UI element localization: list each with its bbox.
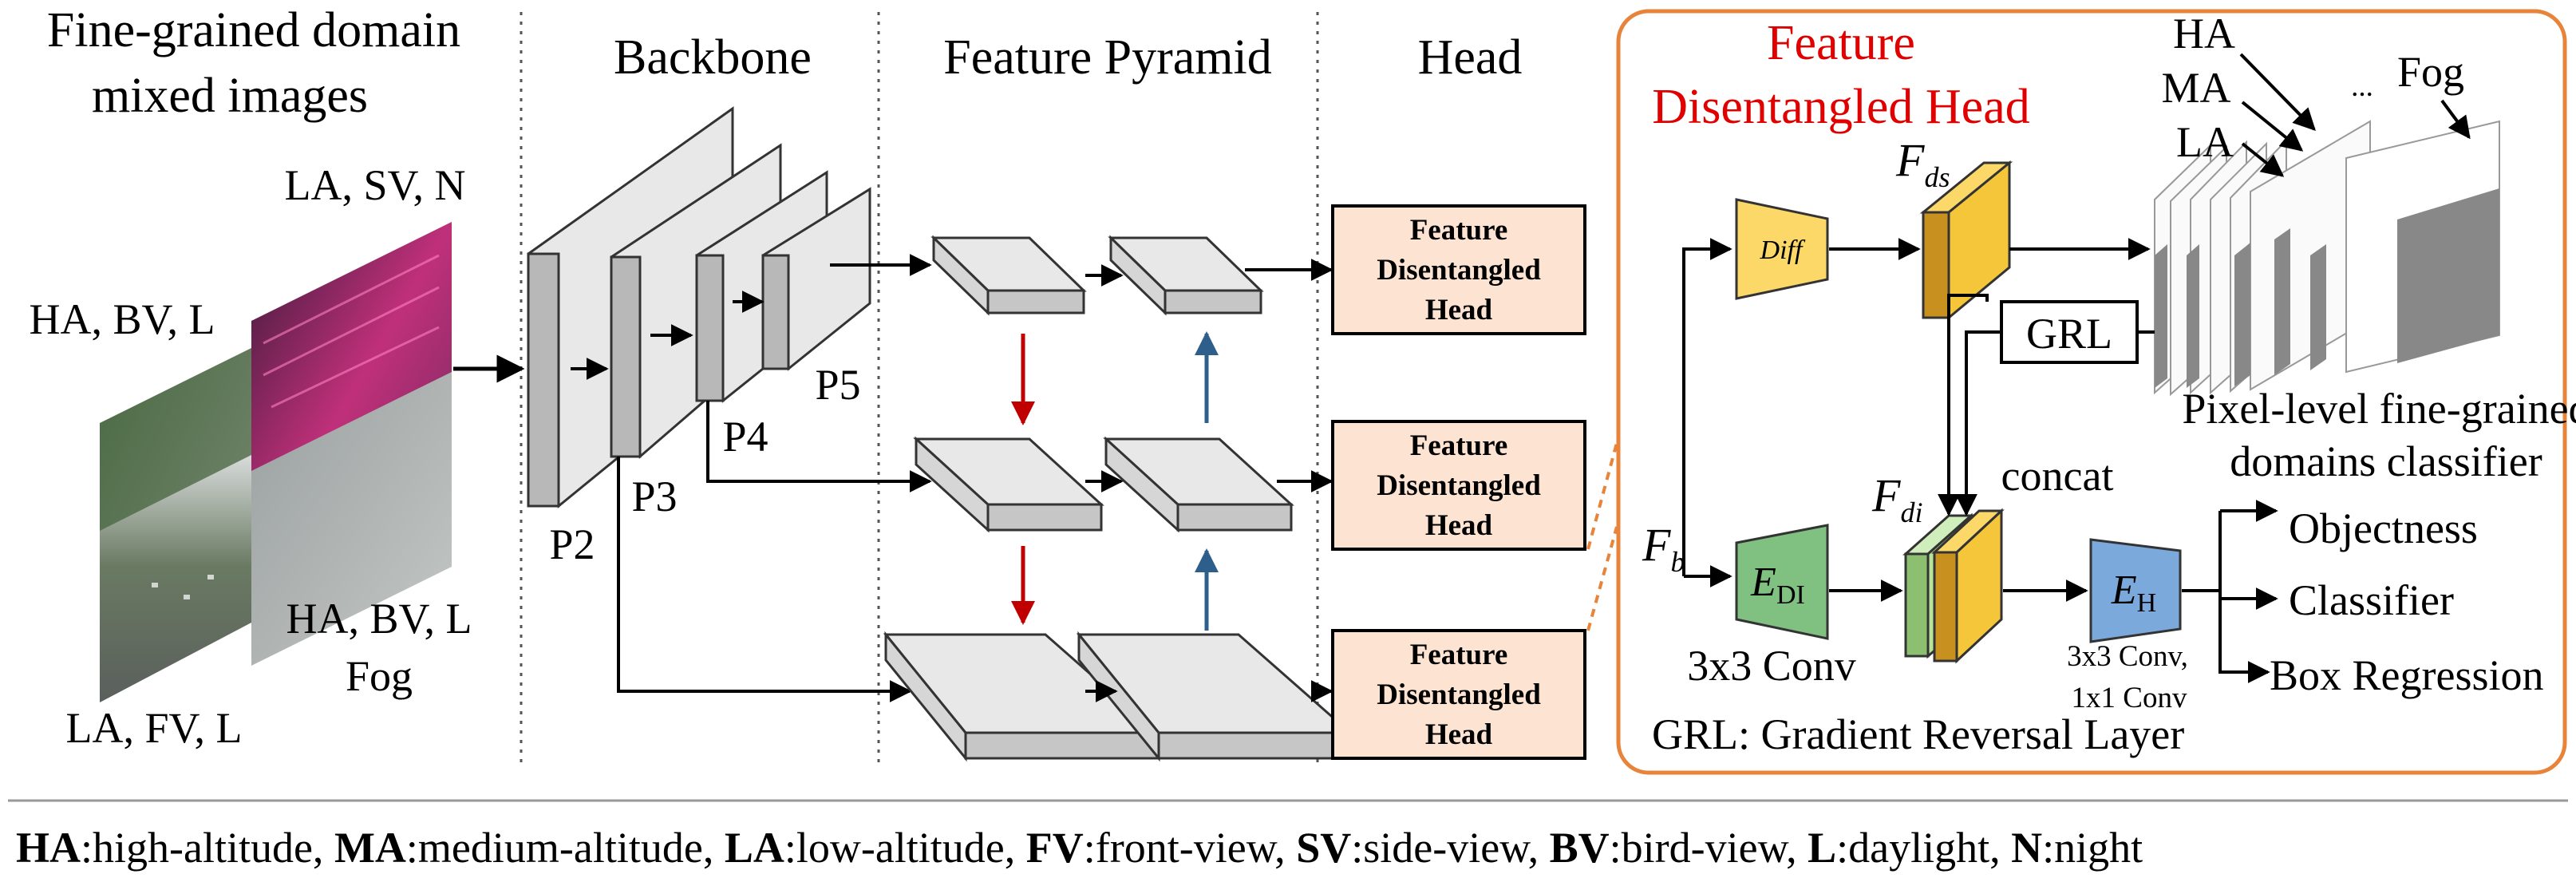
diff-block [1735, 198, 1829, 300]
pyramid-plates [883, 235, 1353, 762]
zoom-connectors [1586, 442, 1618, 631]
detail-arrows [1682, 238, 2278, 683]
input-title: Fine-grained domain [47, 3, 460, 57]
svg-text:Feature: Feature [1410, 214, 1508, 247]
fdh-box-top: Feature Disentangled Head [1331, 204, 1586, 335]
legend-definition: :side-view, [1351, 824, 1549, 872]
image-label-left: HA, BV, L [29, 295, 215, 343]
abbreviation-legend: HA:high-altitude, MA:medium-altitude, LA… [16, 824, 2143, 872]
street-image [100, 455, 251, 702]
output-objectness: Objectness [2289, 504, 2478, 552]
svg-text:Disentangled: Disentangled [1377, 469, 1541, 502]
f-ds-label: Fds [1895, 134, 1950, 193]
level-p2: P2 [549, 520, 595, 568]
f-di-block [1902, 508, 2005, 664]
classifier-caption: domains classifier [2230, 437, 2542, 485]
legend-definition: :low-altitude, [784, 824, 1026, 872]
svg-text:Disentangled: Disentangled [1377, 678, 1541, 711]
legend-abbr: MA [334, 824, 406, 872]
svg-text:Feature: Feature [1410, 639, 1508, 671]
fog-image [251, 372, 452, 666]
legend-definition: :front-view, [1084, 824, 1296, 872]
e-h-block [2089, 538, 2182, 643]
section-separators [520, 12, 1319, 766]
legend-abbr: SV [1296, 824, 1351, 872]
fdh-box-bottom: Feature Disentangled Head [1331, 629, 1586, 760]
detail-title: Feature [1767, 16, 1915, 70]
conv-label-eh: 1x1 Conv [2072, 682, 2187, 714]
concat-label: concat [2001, 452, 2114, 500]
conv-label-edi: 3x3 Conv [1687, 642, 1856, 690]
input-title: mixed images [92, 69, 368, 123]
conv-label-eh: 3x3 Conv, [2067, 640, 2188, 673]
stack-label-ma: MA [2161, 64, 2230, 112]
svg-text:Feature: Feature [1410, 429, 1508, 462]
backbone-blocks [527, 106, 871, 508]
stack-label-ellipsis: ... [2351, 70, 2373, 103]
grl-label: GRL [2026, 310, 2112, 358]
stack-label-la: LA [2176, 118, 2234, 166]
head-title: Head [1418, 30, 1523, 85]
backbone-title: Backbone [614, 30, 812, 85]
level-p4: P4 [722, 413, 768, 461]
image-label-bottom: LA, FV, L [65, 704, 242, 752]
e-di-block [1735, 524, 1829, 640]
output-box-regression: Box Regression [2270, 651, 2544, 699]
legend-abbr: FV [1026, 824, 1084, 872]
legend-abbr: LA [725, 824, 784, 872]
f-b-label: Fb [1642, 519, 1685, 578]
svg-text:Head: Head [1425, 509, 1493, 542]
image-label-fog: Fog [346, 652, 413, 700]
f-ds-block [1919, 160, 2013, 321]
grl-box [2000, 300, 2139, 364]
fdh-box-middle: Feature Disentangled Head [1331, 420, 1586, 551]
grl-caption: GRL: Gradient Reversal Layer [1652, 710, 2184, 758]
e-h-label: EH [2111, 568, 2156, 618]
e-di-label: EDI [1750, 560, 1805, 610]
legend-abbr: BV [1550, 824, 1610, 872]
legend-abbr: N [2011, 824, 2042, 872]
legend-abbr: L [1808, 824, 1836, 872]
input-image-stack [100, 222, 452, 702]
image-label-right: HA, BV, L [286, 595, 472, 643]
svg-text:Disentangled: Disentangled [1377, 254, 1541, 287]
stack-label-ha: HA [2173, 10, 2235, 57]
legend-definition: :medium-altitude, [406, 824, 725, 872]
legend-abbr: HA [16, 824, 81, 872]
level-p5: P5 [815, 361, 860, 409]
diff-label: Diff [1760, 235, 1806, 265]
detail-panel [1616, 9, 2567, 775]
legend-definition: :daylight, [1836, 824, 2011, 872]
f-di-label: Fdi [1871, 469, 1922, 528]
pyramid-title: Feature Pyramid [943, 30, 1272, 85]
legend-definition: :high-altitude, [81, 824, 334, 872]
classifier-caption: Pixel-level fine-grained [2182, 385, 2576, 433]
level-p3: P3 [631, 473, 677, 520]
svg-text:Head: Head [1425, 718, 1493, 751]
svg-text:Head: Head [1425, 294, 1493, 326]
output-classifier: Classifier [2289, 576, 2454, 624]
legend-definition: :night [2042, 824, 2143, 872]
stack-label-fog: Fog [2397, 48, 2464, 96]
detail-title: Disentangled Head [1652, 80, 2029, 134]
legend-definition: :bird-view, [1610, 824, 1808, 872]
image-label-top: LA, SV, N [284, 161, 465, 209]
